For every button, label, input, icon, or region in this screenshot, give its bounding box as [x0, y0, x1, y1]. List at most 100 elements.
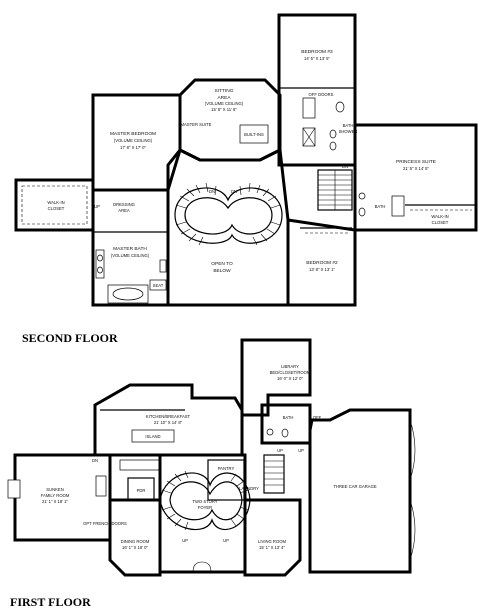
- fireplace-icon: [7, 479, 21, 499]
- princess-suite-dims: 21' 5" X 14' 5": [403, 166, 430, 171]
- off-doors-label: OFF DOORS: [309, 92, 334, 97]
- master-bath-label: MASTER BATH: [113, 246, 147, 252]
- sitting-label: SITTING: [215, 88, 234, 94]
- master-bath-note: (VOLUME CEILING): [111, 253, 150, 258]
- walkin-closet-right-label: WALK-IN: [431, 214, 448, 219]
- sitting-label2: AREA: [217, 95, 231, 101]
- built-ins-icon: [239, 124, 269, 144]
- master-bedroom: MASTER BEDROOM (VOLUME CEILING) 17' 8" X…: [91, 93, 212, 192]
- master-bedroom-label: MASTER BEDROOM: [110, 131, 156, 137]
- pdr-label: PDR: [137, 488, 146, 493]
- pantry-label: PANTRY: [218, 466, 235, 471]
- bedroom-2-label: BEDROOM #2: [306, 260, 338, 266]
- sink-icon: [329, 141, 337, 151]
- foyer-label: TWO STORY: [192, 499, 217, 504]
- kitchen-label: KITCHEN/BREAKFAST: [146, 414, 191, 419]
- built-ins-label: BUILT-INS: [244, 132, 264, 137]
- living-room: LIVING ROOM 15' 1" X 13' 4": [243, 498, 302, 577]
- garage-stair: UP UP: [263, 448, 304, 494]
- walkin-closet-left: WALK-IN CLOSET UP: [14, 178, 100, 232]
- second-floor-plan: BEDROOM #3 14' 5" X 13' 5" OFF DOORS BAT…: [14, 13, 478, 345]
- sink-icon: [97, 266, 103, 274]
- counter-icon: [119, 459, 161, 471]
- stair-up-label: UP: [277, 448, 283, 453]
- foyer-up-left: UP: [182, 538, 188, 543]
- master-bedroom-note: (VOLUME CEILING): [114, 138, 153, 143]
- stair-right: DN: [317, 164, 353, 211]
- foyer-up-right: UP: [223, 538, 229, 543]
- stair-dn-label: DN: [342, 164, 348, 169]
- kitchen-dims: 21' 10" X 14' 8": [154, 420, 183, 425]
- walkin-closet-left-label2: CLOSET: [48, 206, 65, 211]
- sink-icon: [266, 428, 274, 436]
- attic-up-label: UP: [94, 204, 100, 209]
- walkin-closet-left-label: WALK-IN: [47, 200, 64, 205]
- cabinet-icon: [95, 475, 107, 497]
- curved-stair-dn-right: DN: [231, 189, 237, 194]
- bedroom-3-dims: 14' 5" X 13' 5": [304, 56, 331, 61]
- curved-stair-dn-left: DN: [209, 189, 215, 194]
- sitting-dims: 15' 8" X 11' 8": [211, 107, 237, 112]
- bath-label: BATH: [283, 415, 294, 420]
- first-floor-title: FIRST FLOOR: [10, 595, 91, 609]
- two-story-foyer: TWO STORY FOYER UP UP: [158, 453, 251, 574]
- bath-princess-label: BATH: [375, 204, 386, 209]
- dining-room: DINING ROOM 16' 1" X 16' 0": [108, 498, 162, 577]
- living-room-label: LIVING ROOM: [258, 539, 286, 544]
- bedroom-2: BEDROOM #2 13' 8" X 13' 1": [286, 218, 357, 307]
- garage-up-label: UP: [298, 448, 304, 453]
- living-room-dims: 15' 1" X 13' 4": [259, 545, 286, 550]
- bathtub-icon: [302, 97, 316, 119]
- family-room-label: SUNKEN: [46, 487, 63, 492]
- dining-room-dims: 16' 1" X 16' 0": [122, 545, 149, 550]
- library-label: LIBRARY: [281, 364, 299, 369]
- walkin-closet-right-label2: CLOSET: [432, 220, 449, 225]
- opt-french-doors-label: OPT FRENCH DOORS: [83, 521, 127, 526]
- foyer-label2: FOYER: [198, 505, 212, 510]
- three-car-garage: THREE CAR GARAGE: [308, 408, 416, 574]
- toilet-icon: [281, 428, 289, 438]
- sitting-area: SITTING AREA (VOLUME CEILING) 15' 8" X 1…: [178, 78, 282, 162]
- master-bedroom-dims: 17' 8" X 17' 0": [120, 145, 147, 150]
- toilet-icon: [159, 259, 167, 273]
- open-to-below: DN DN OPEN TO BELOW: [166, 147, 290, 307]
- sitting-note: (VOLUME CEILING): [205, 101, 244, 106]
- library-label2: BED/CLOSET/ROOM: [270, 370, 311, 375]
- shower-label: SHOWER: [339, 129, 358, 134]
- princess-suite-label: PRINCESS SUITE: [396, 159, 436, 165]
- seat-icon: [149, 279, 167, 291]
- family-room-label2: FAMILY ROOM: [41, 493, 70, 498]
- garage-label: THREE CAR GARAGE: [333, 484, 376, 489]
- dressing-label: DRESSING: [113, 202, 135, 207]
- first-floor-plan: LIBRARY BED/CLOSET/ROOM 16' 0" X 12' 0" …: [7, 338, 416, 609]
- off-label: OFF: [313, 415, 322, 420]
- master-suite-label: MASTER SUITE: [181, 122, 212, 127]
- toilet-icon: [358, 207, 366, 217]
- seat-label: SEAT: [153, 283, 164, 288]
- library-dims: 16' 0" X 12' 0": [277, 376, 304, 381]
- bedroom-3: BEDROOM #3 14' 5" X 13' 5" OFF DOORS BAT…: [277, 13, 358, 167]
- sink-icon: [97, 254, 103, 262]
- laundry-label: LAUNDRY: [239, 486, 259, 491]
- dressing-label2: AREA: [118, 208, 130, 213]
- bedroom-3-label: BEDROOM #3: [301, 49, 333, 55]
- open-to-below-label2: BELOW: [213, 268, 231, 274]
- toilet-icon: [335, 101, 345, 113]
- family-room-dims: 21' 1" X 18' 1": [42, 499, 69, 504]
- vanity-icon: [95, 249, 105, 279]
- island-icon: [131, 429, 175, 443]
- second-floor-title: SECOND FLOOR: [22, 331, 118, 345]
- front-door-icon: [192, 561, 212, 573]
- family-dn-label: DN: [92, 458, 98, 463]
- bedroom-2-dims: 13' 8" X 13' 1": [309, 267, 336, 272]
- sink-icon: [358, 192, 366, 200]
- master-bath: DRESSING AREA MASTER BATH (VOLUME CEILIN…: [91, 188, 170, 307]
- sink-icon: [329, 129, 337, 139]
- tub-basin-icon: [112, 287, 144, 301]
- island-label: ISLAND: [145, 434, 160, 439]
- dining-room-label: DINING ROOM: [121, 539, 150, 544]
- kitchen-breakfast: KITCHEN/BREAKFAST 21' 10" X 14' 8" ISLAN…: [93, 383, 244, 471]
- bath-upper-label: BATH: [343, 123, 354, 128]
- bathtub-icon: [391, 195, 405, 217]
